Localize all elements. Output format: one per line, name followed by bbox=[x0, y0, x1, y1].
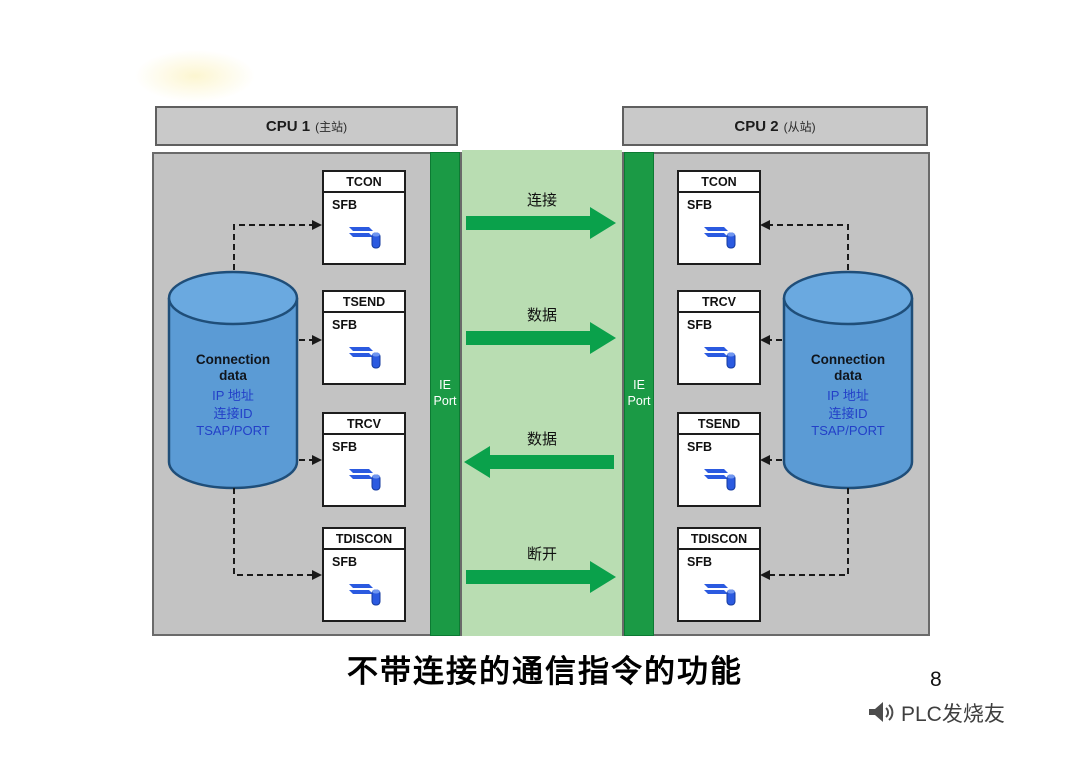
connection-data-title: Connection data bbox=[195, 352, 271, 383]
block-type-label: SFB bbox=[687, 198, 712, 212]
sfb-connector-icon bbox=[349, 227, 381, 249]
sfb-connector-icon bbox=[349, 584, 381, 606]
block-type-label: SFB bbox=[687, 555, 712, 569]
block-type-label: SFB bbox=[687, 318, 712, 332]
connection-data-title: Connection data bbox=[810, 352, 886, 383]
arrow-head-right bbox=[590, 322, 616, 354]
arrow-data-send bbox=[466, 331, 590, 345]
sfb-connector-icon bbox=[704, 227, 736, 249]
sfb-connector-icon bbox=[349, 347, 381, 369]
block-type-label: SFB bbox=[332, 440, 357, 454]
faded-logo-smudge bbox=[135, 50, 255, 102]
block-title: TRCV bbox=[679, 292, 759, 313]
block-type-label: SFB bbox=[332, 318, 357, 332]
arrow-label-disconnect: 断开 bbox=[526, 546, 557, 563]
sfb-connector-icon bbox=[704, 469, 736, 491]
slide-title: 不带连接的通信指令的功能 bbox=[347, 654, 743, 689]
connection-data-line: TSAP/PORT bbox=[811, 423, 885, 439]
connection-data-line: 连接ID bbox=[213, 405, 253, 421]
megaphone-icon bbox=[869, 702, 894, 722]
cpu2-header: CPU 2 (从站) bbox=[622, 106, 928, 146]
cpu2-title: CPU 2 bbox=[734, 117, 779, 135]
function-block-trcv-cpu2: TRCV SFB bbox=[677, 290, 761, 385]
block-title: TSEND bbox=[324, 292, 404, 313]
sfb-connector-icon bbox=[704, 347, 736, 369]
block-type-label: SFB bbox=[332, 198, 357, 212]
port-label-line2: Port bbox=[627, 394, 651, 408]
block-title: TCON bbox=[324, 172, 404, 193]
cpu1-header: CPU 1 (主站) bbox=[155, 106, 458, 146]
arrow-head-left bbox=[464, 446, 490, 478]
function-block-tdiscon-cpu2: TDISCON SFB bbox=[677, 527, 761, 622]
watermark: PLC发烧友 bbox=[866, 698, 1005, 728]
block-title: TRCV bbox=[324, 414, 404, 435]
arrow-disconnect bbox=[466, 570, 590, 584]
arrow-head-right bbox=[590, 561, 616, 593]
function-block-tsend-cpu2: TSEND SFB bbox=[677, 412, 761, 507]
function-block-trcv-cpu1: TRCV SFB bbox=[322, 412, 406, 507]
arrow-label-data-receive: 数据 bbox=[526, 431, 557, 448]
page-number: 8 bbox=[930, 668, 942, 691]
block-type-label: SFB bbox=[687, 440, 712, 454]
cpu1-title: CPU 1 bbox=[265, 117, 311, 135]
arrow-data-receive bbox=[490, 455, 614, 469]
cylinder-shape bbox=[167, 270, 299, 490]
block-title: TDISCON bbox=[324, 529, 404, 550]
arrow-label-connect: 连接 bbox=[526, 192, 557, 209]
function-block-tsend-cpu1: TSEND SFB bbox=[322, 290, 406, 385]
cpu1-ie-port-bar: IE Port bbox=[430, 152, 460, 636]
arrow-connect bbox=[466, 216, 590, 230]
arrow-head-right bbox=[590, 207, 616, 239]
connection-data-line: 连接ID bbox=[828, 405, 868, 421]
port-label-line1: IE bbox=[439, 378, 451, 393]
connection-data-cylinder-cpu2: Connection data IP 地址 连接ID TSAP/PORT bbox=[782, 270, 914, 490]
block-type-label: SFB bbox=[332, 555, 357, 569]
connection-data-line: IP 地址 bbox=[212, 388, 254, 404]
function-block-tcon-cpu1: TCON SFB bbox=[322, 170, 406, 265]
function-block-tcon-cpu2: TCON SFB bbox=[677, 170, 761, 265]
sfb-connector-icon bbox=[704, 584, 736, 606]
function-block-tdiscon-cpu1: TDISCON SFB bbox=[322, 527, 406, 622]
block-title: TDISCON bbox=[679, 529, 759, 550]
connection-data-line: IP 地址 bbox=[827, 388, 869, 404]
watermark-label: PLC发烧友 bbox=[901, 703, 1005, 726]
cylinder-shape bbox=[782, 270, 914, 490]
connection-data-line: TSAP/PORT bbox=[196, 423, 270, 439]
arrow-label-data-send: 数据 bbox=[526, 307, 557, 324]
block-title: TSEND bbox=[679, 414, 759, 435]
cpu1-subtitle: (主站) bbox=[315, 119, 348, 134]
cpu2-ie-port-bar: IE Port bbox=[624, 152, 654, 636]
connection-data-cylinder-cpu1: Connection data IP 地址 连接ID TSAP/PORT bbox=[167, 270, 299, 490]
sfb-connector-icon bbox=[349, 469, 381, 491]
cpu2-subtitle: (从站) bbox=[783, 119, 816, 134]
block-title: TCON bbox=[679, 172, 759, 193]
port-label-line2: Port bbox=[433, 394, 457, 408]
port-label-line1: IE bbox=[633, 378, 645, 393]
